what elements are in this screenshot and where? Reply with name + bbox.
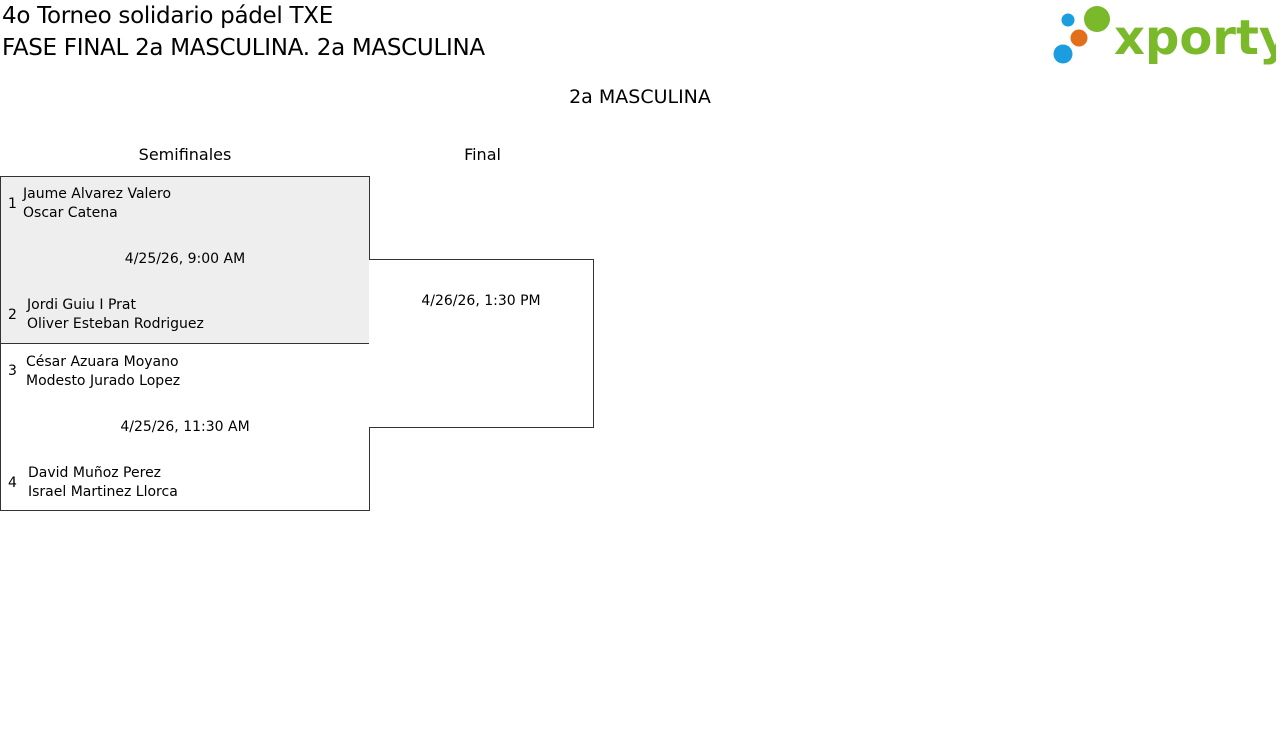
- bracket-title: 2a MASCULINA: [569, 86, 711, 108]
- team-seed: 1: [8, 196, 17, 212]
- match-date: 4/25/26, 9:00 AM: [124, 251, 246, 267]
- player-name: Modesto Jurado Lopez: [26, 373, 181, 389]
- xporty-logo: xporty: [1053, 6, 1276, 66]
- match-date: 4/25/26, 11:30 AM: [120, 419, 250, 435]
- logo-dot-orange: [1070, 29, 1088, 47]
- player-name: Oliver Esteban Rodriguez: [27, 316, 204, 332]
- semifinal-match-1[interactable]: 1 Jaume Alvarez Valero Oscar Catena 4/25…: [0, 176, 370, 344]
- player-name: César Azuara Moyano: [26, 354, 179, 370]
- round-header-final: Final: [464, 145, 501, 164]
- player-name: David Muñoz Perez: [28, 465, 162, 481]
- team-seed: 2: [8, 307, 17, 323]
- player-name: Jaume Alvarez Valero: [23, 186, 172, 202]
- logo-dot-blue: [1053, 44, 1073, 64]
- team-players: David Muñoz Perez Israel Martinez Llorca: [28, 464, 178, 502]
- player-name: Israel Martinez Llorca: [28, 484, 178, 500]
- semifinal-match-2[interactable]: 3 César Azuara Moyano Modesto Jurado Lop…: [0, 343, 370, 511]
- team-seed: 3: [8, 363, 17, 379]
- team-players: Jordi Guiu I Prat Oliver Esteban Rodrigu…: [27, 296, 204, 334]
- logo-dot-green: [1084, 6, 1110, 32]
- round-header-semifinales: Semifinales: [138, 145, 232, 164]
- phase-title: FASE FINAL 2a MASCULINA. 2a MASCULINA: [2, 35, 485, 61]
- team-players: Jaume Alvarez Valero Oscar Catena: [23, 185, 171, 223]
- player-name: Jordi Guiu I Prat: [27, 297, 136, 313]
- final-match[interactable]: 4/26/26, 1:30 PM: [369, 259, 594, 428]
- logo-dot-blue-small: [1061, 13, 1075, 27]
- team-seed: 4: [8, 475, 17, 491]
- player-name: Oscar Catena: [23, 205, 118, 221]
- tournament-title: 4o Torneo solidario pádel TXE: [2, 3, 333, 29]
- logo-text: xporty: [1114, 10, 1276, 66]
- match-date: 4/26/26, 1:30 PM: [421, 293, 541, 309]
- team-players: César Azuara Moyano Modesto Jurado Lopez: [26, 353, 180, 391]
